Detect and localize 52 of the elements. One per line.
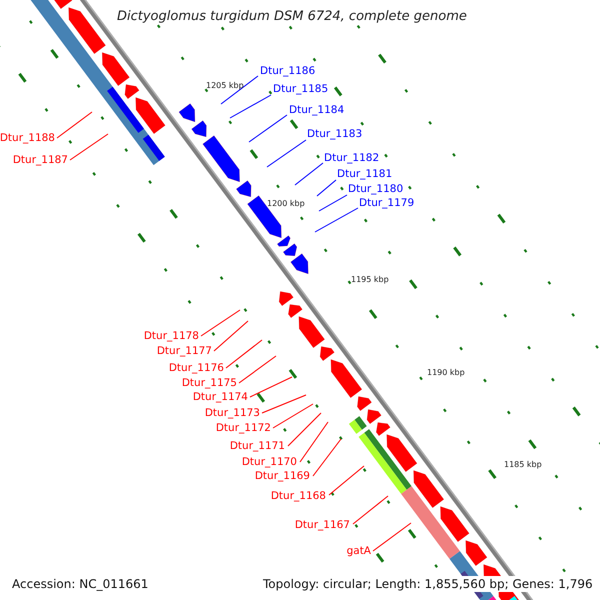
gene-label: Dtur_1188 [0, 133, 55, 144]
leader-line [312, 438, 342, 476]
gene-label: Dtur_1169 [254, 471, 310, 482]
leader-line [318, 194, 348, 212]
leader-line [372, 522, 412, 552]
gene-label: Dtur_1182 [324, 153, 380, 164]
scale-label: 1185 kbp [504, 461, 542, 469]
leader-line [200, 310, 240, 336]
leader-line [70, 134, 108, 160]
gene-label: Dtur_1170 [242, 457, 297, 468]
leader-line [300, 422, 328, 462]
leader-line [266, 140, 306, 168]
leader-line [288, 412, 322, 446]
leader-line [220, 76, 258, 104]
gene-label: Dtur_1178 [144, 331, 199, 342]
leader-line [328, 466, 364, 496]
leader-line [250, 376, 292, 398]
scale-label: 1190 kbp [427, 369, 465, 377]
gene-label: Dtur_1176 [168, 363, 224, 374]
leader-line [248, 114, 288, 142]
gene-label: Dtur_1185 [273, 84, 328, 94]
title: Dictyoglomus turgidum DSM 6724, complete genome [117, 10, 467, 23]
gene-label: Dtur_1181 [337, 169, 392, 180]
gene-label: Dtur_1187 [12, 155, 68, 166]
gene-label: Dtur_1171 [230, 441, 285, 452]
leader-line [262, 394, 306, 414]
scale-label: 1195 kbp [351, 276, 389, 284]
gene-label: Dtur_1184 [289, 105, 344, 116]
scale-label: 1205 kbp [206, 82, 244, 90]
gene-label: Dtur_1180 [348, 184, 404, 194]
leader-line [56, 112, 92, 138]
leader-line [314, 208, 358, 232]
gene-label: Dtur_1175 [182, 378, 237, 388]
gene-label: Dtur_1174 [192, 392, 248, 402]
leader-line [294, 162, 324, 186]
leader-line [352, 496, 388, 524]
gene-label: Dtur_1183 [307, 129, 362, 140]
leader-line [316, 180, 336, 196]
gene-label: Dtur_1172 [216, 423, 271, 434]
gene-label: Dtur_1177 [156, 346, 212, 356]
gene-label: Dtur_1186 [260, 66, 316, 76]
leader-line [272, 404, 314, 428]
leader-line [238, 356, 276, 384]
leader-line [214, 320, 248, 352]
gene-label: Dtur_1168 [270, 491, 326, 502]
leader-line [226, 340, 262, 368]
gene-label: gatA [346, 546, 371, 556]
gene-label: Dtur_1179 [359, 198, 414, 208]
leader-line [230, 94, 272, 118]
gene-label: Dtur_1173 [204, 408, 260, 418]
scale-label: 1200 kbp [267, 200, 305, 208]
gene-label: Dtur_1167 [294, 520, 350, 530]
